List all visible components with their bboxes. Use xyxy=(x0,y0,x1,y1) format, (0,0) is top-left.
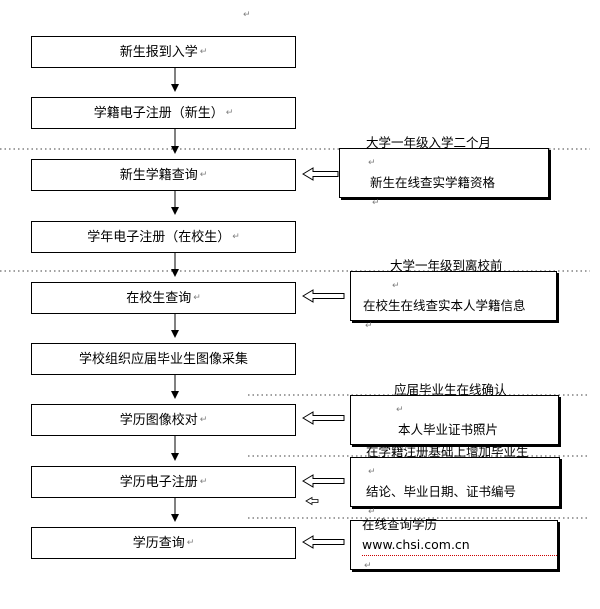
step-diploma-registration: 学历电子注册↵ xyxy=(31,466,296,498)
step-label: 学历查询 xyxy=(132,535,185,551)
step-label: 学校组织应届毕业生图像采集 xyxy=(78,351,248,367)
step-current-student-query: 在校生查询↵ xyxy=(31,282,296,314)
note-current-student-query: 大学一年级到离校前↵ 在校生在线查实本人学籍信息↵ xyxy=(350,258,557,331)
paragraph-mark: ↵ xyxy=(225,107,234,118)
step-freshman-status-query: 新生学籍查询↵ xyxy=(31,159,296,191)
step-label: 在校生查询 xyxy=(126,290,192,306)
hollow-arrow xyxy=(302,474,345,488)
note-line: 本人毕业证书照片↵ xyxy=(398,422,499,455)
note-line: 大学一年级入学二个月↵ xyxy=(366,135,492,168)
step-annual-registration: 学年电子注册（在校生）↵ xyxy=(31,221,296,253)
note-line: 大学一年级到离校前↵ xyxy=(390,258,503,291)
hollow-arrow xyxy=(302,289,345,303)
hollow-arrow xyxy=(302,411,345,425)
note-photo-confirmation: 应届毕业生在线确认↵ 本人毕业证书照片↵ xyxy=(350,382,559,455)
note-line: 在线查询学历 www.chsi.com.cn↵ xyxy=(362,515,557,576)
paragraph-mark: ↵ xyxy=(186,537,195,548)
paragraph-mark: ↵ xyxy=(199,414,208,425)
step-label: 学历图像校对 xyxy=(119,412,198,428)
note-line: 新生在线查实学籍资格↵ xyxy=(370,175,496,208)
step-label: 学历电子注册 xyxy=(119,474,198,490)
paragraph-mark: ↵ xyxy=(199,476,208,487)
step-label: 学籍电子注册（新生） xyxy=(93,105,224,121)
hollow-arrow xyxy=(302,535,345,549)
step-label: 新生报到入学 xyxy=(119,44,198,60)
note-diploma-registration: 在学籍注册基础上增加毕业生↵ 结论、毕业日期、证书编号↵ xyxy=(350,444,560,517)
step-status-registration-freshman: 学籍电子注册（新生）↵ xyxy=(31,97,296,129)
hollow-arrow xyxy=(302,167,339,181)
step-freshman-enrollment: 新生报到入学↵ xyxy=(31,36,296,68)
step-graduate-photo-collection: 学校组织应届毕业生图像采集 xyxy=(31,343,296,375)
note-line: 在学籍注册基础上增加毕业生↵ xyxy=(366,444,529,477)
website-url: www.chsi.com.cn xyxy=(362,535,557,556)
small-arrow xyxy=(305,496,319,506)
paragraph-mark: ↵ xyxy=(232,231,240,242)
step-label: 新生学籍查询 xyxy=(119,167,198,183)
paragraph-mark: ↵ xyxy=(193,292,201,303)
note-line: 结论、毕业日期、证书编号↵ xyxy=(366,484,517,517)
note-line: 在校生在线查实本人学籍信息↵ xyxy=(363,298,526,331)
step-diploma-photo-check: 学历图像校对↵ xyxy=(31,404,296,436)
note-diploma-query: 在线查询学历 www.chsi.com.cn↵ xyxy=(350,517,558,571)
note-freshman-query: 大学一年级入学二个月↵ 新生在线查实学籍资格↵ xyxy=(339,135,549,208)
step-diploma-query: 学历查询↵ xyxy=(31,527,296,559)
paragraph-mark: ↵ xyxy=(243,10,251,20)
paragraph-mark: ↵ xyxy=(199,169,208,180)
note-line: 应届毕业生在线确认↵ xyxy=(394,382,507,415)
step-label: 学年电子注册（在校生） xyxy=(87,229,231,245)
paragraph-mark: ↵ xyxy=(199,46,208,57)
